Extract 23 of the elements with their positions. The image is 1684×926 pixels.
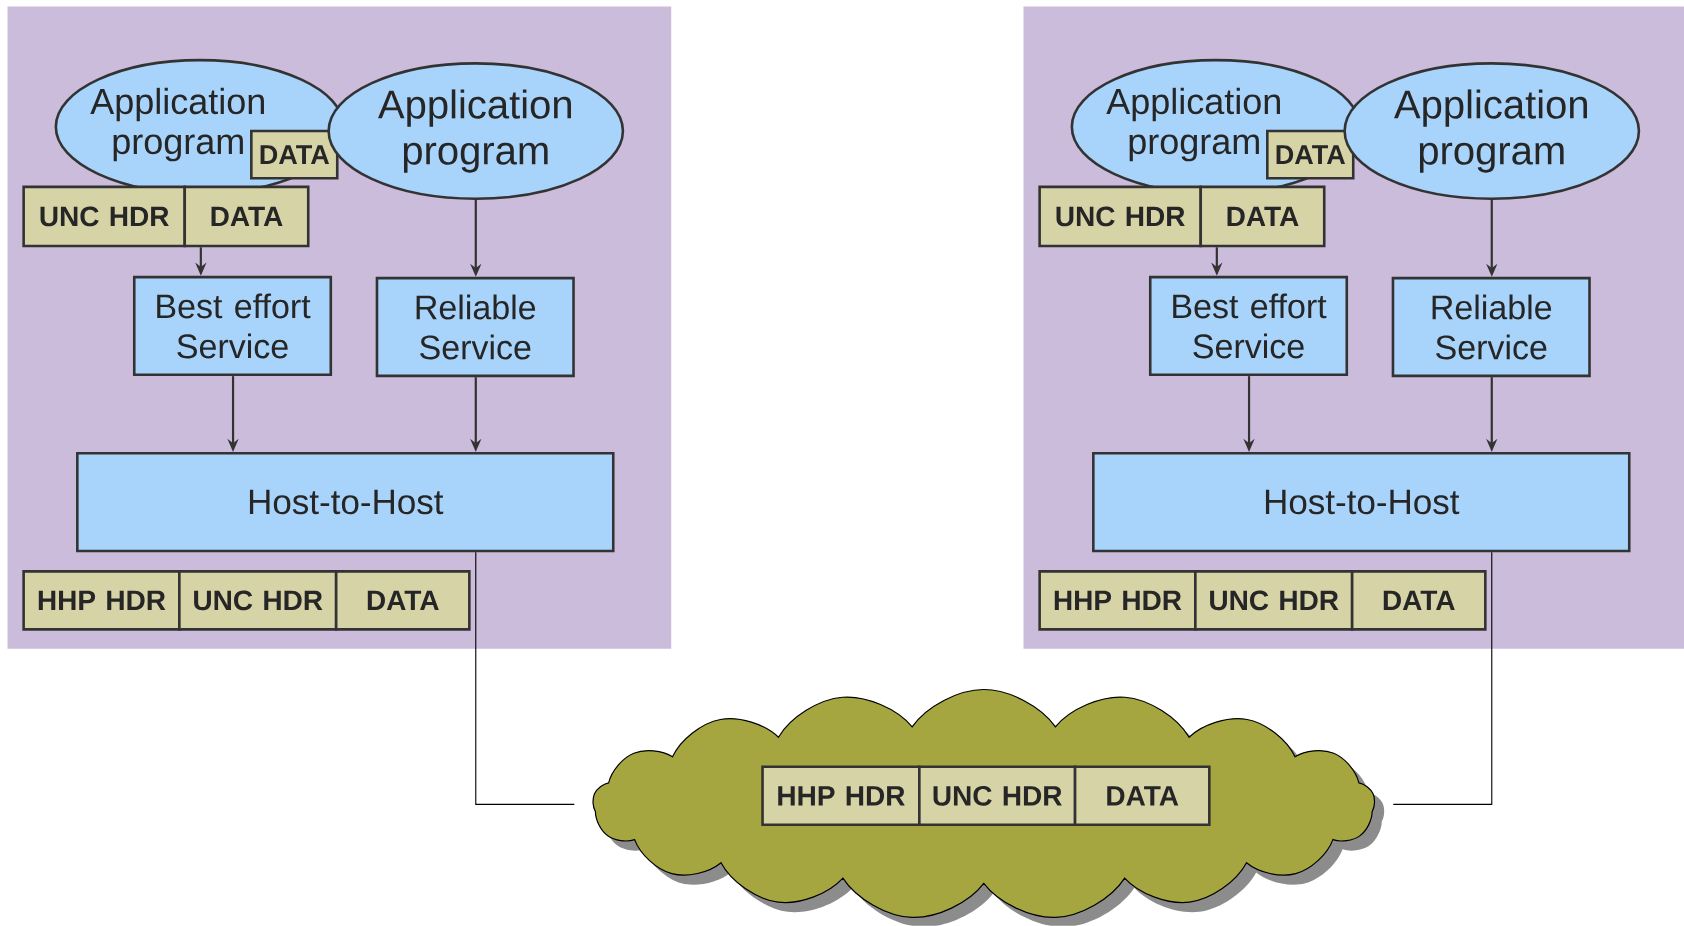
packet-cell: HHP HDR	[22, 570, 181, 631]
packet-cell: UNC HDR	[1038, 185, 1202, 248]
connector-line	[1392, 551, 1493, 806]
packet-cell: HHP HDR	[1038, 570, 1197, 631]
service-box: Best effort Service	[1148, 275, 1349, 377]
data-box: DATA	[1266, 129, 1355, 180]
packet-cell: DATA	[183, 185, 310, 248]
packet-cell: HHP HDR	[761, 765, 921, 827]
data-box: DATA	[250, 129, 339, 180]
host-layer-box: Host-to-Host	[1092, 452, 1631, 553]
connector-line	[475, 551, 575, 806]
packet-cell: DATA	[1199, 185, 1326, 248]
packet-cell: UNC HDR	[1194, 570, 1354, 631]
service-box: Best effort Service	[132, 275, 333, 377]
packet-cell: DATA	[1350, 570, 1487, 631]
service-box: Reliable Service	[1391, 276, 1591, 378]
packet-cell: UNC HDR	[22, 185, 187, 248]
service-box: Reliable Service	[375, 276, 575, 378]
host-layer-box: Host-to-Host	[76, 452, 615, 553]
packet-cell: UNC HDR	[178, 570, 338, 631]
packet-cell: DATA	[334, 570, 471, 631]
packet-cell: DATA	[1073, 765, 1211, 827]
packet-cell: UNC HDR	[918, 765, 1077, 827]
